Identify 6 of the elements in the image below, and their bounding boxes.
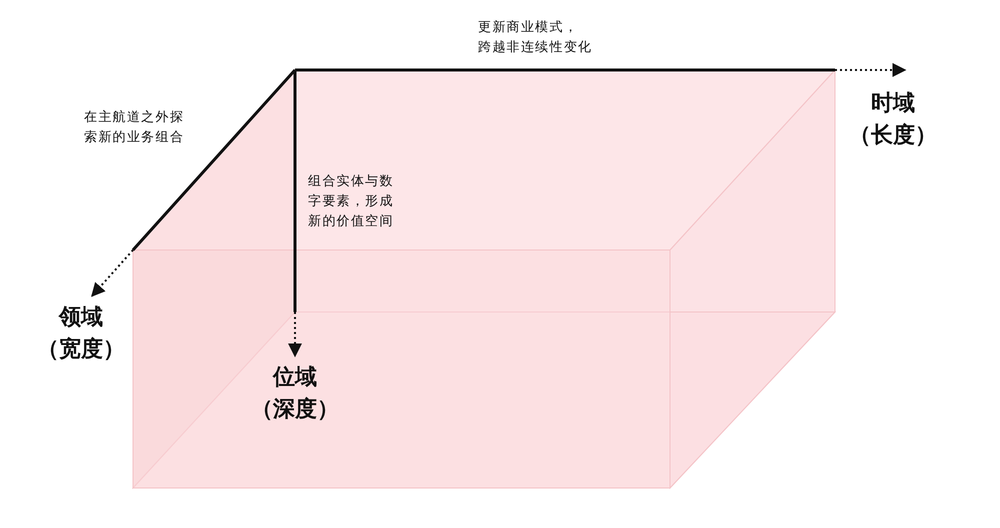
axis-label: 时域（长度） [848,89,938,150]
annotation-text: 更新商业模式，跨越非连续性变化 [478,19,594,58]
axis-label: 领域（宽度） [36,303,126,364]
axis-label: 位域（深度） [250,363,340,424]
annotation-text: 在主航道之外探索新的业务组合 [84,109,185,148]
annotation-text: 组合实体与数字要素，形成新的价值空间 [308,173,394,232]
